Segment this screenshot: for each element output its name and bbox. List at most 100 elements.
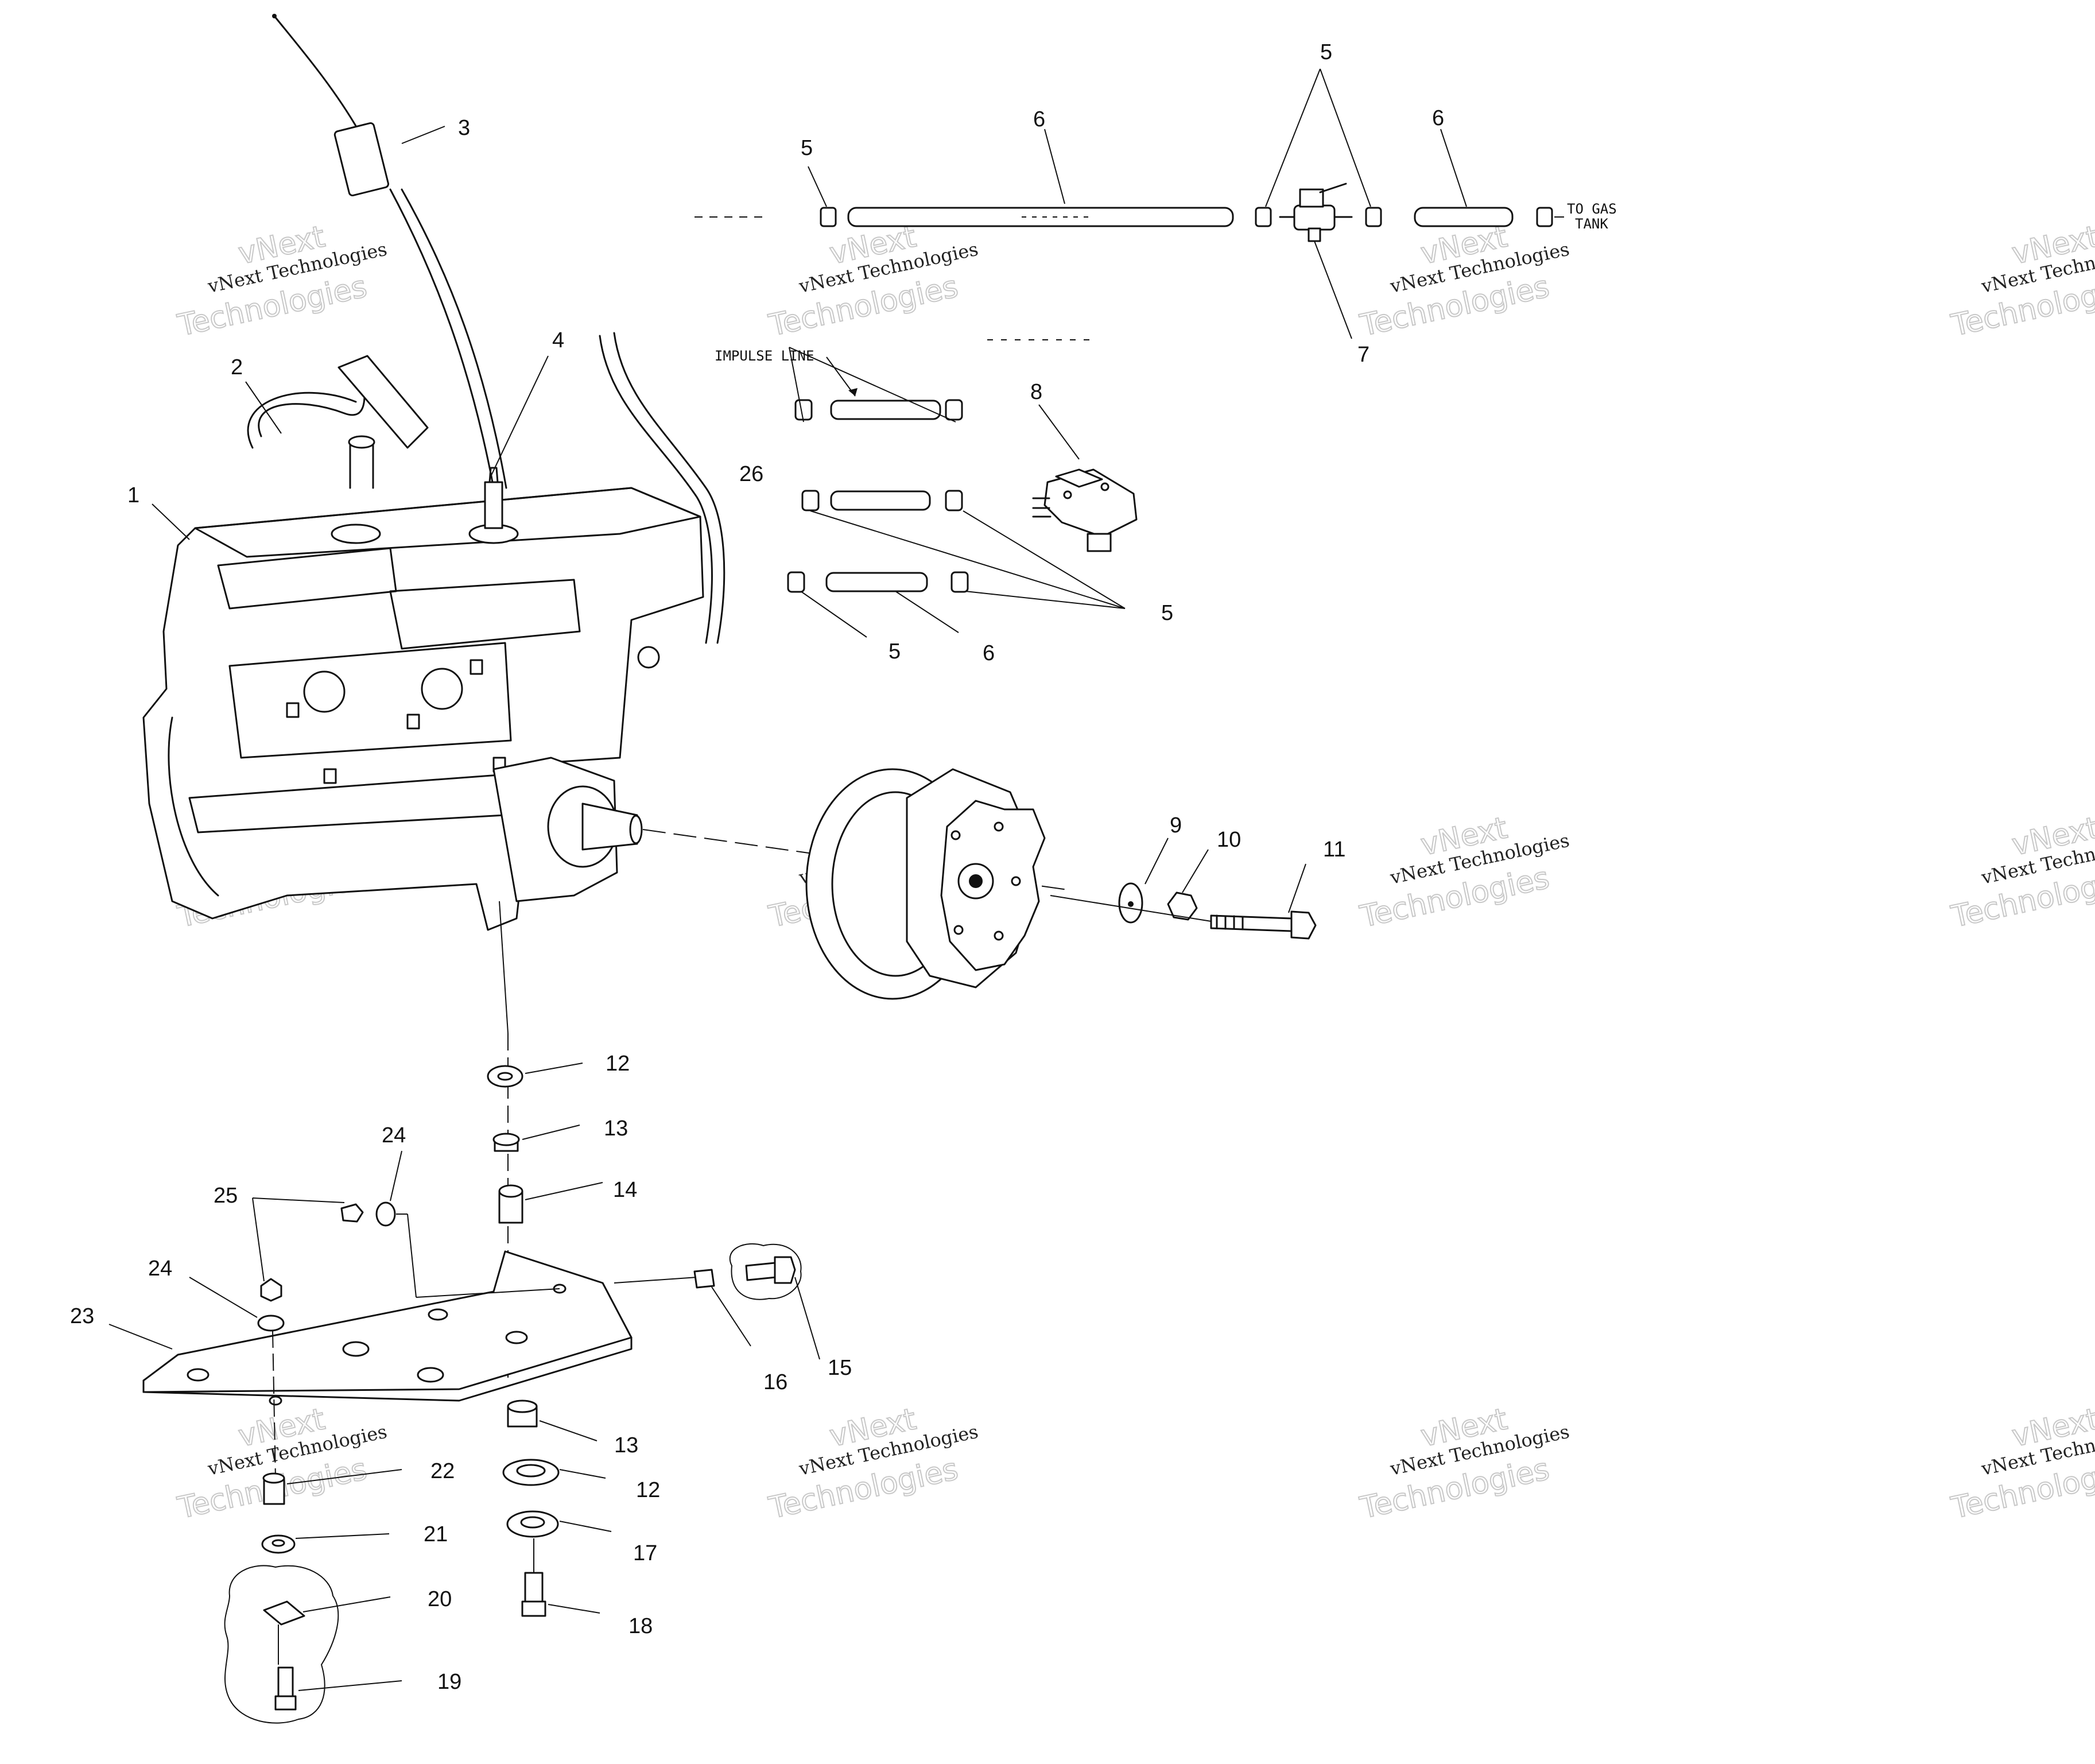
mount-plate [142,1250,633,1393]
square-nut [263,1600,305,1626]
nut [1167,891,1198,921]
mount-stack-upper [487,1033,523,1378]
fuel-line-assembly: TO GAS TANK [695,183,1617,242]
engine-mount-plate [142,1250,698,1406]
watermark-11: vNext vNext Technologies Technologies [1356,1401,1571,1526]
fuel-hose [847,207,1234,227]
callout-5: 5 [1161,601,1173,625]
clutch-hardware [1050,882,1317,940]
hose-clamp [1365,207,1382,227]
mount-stack-left [224,1472,339,1724]
to-gas-tank-label: TO GAS [1567,201,1617,217]
fuel-pump [1032,468,1138,552]
callout-23: 23 [70,1304,94,1328]
callout-22: 22 [430,1459,455,1483]
fuel-pump-hose [825,572,928,592]
engine-port [421,668,463,710]
choke-cable [273,15,360,132]
lock-nut [340,1203,364,1223]
callout-10: 10 [1217,828,1241,852]
washer [261,1534,296,1554]
callout-18: 18 [628,1614,653,1638]
fuel-shutoff-valve [1279,183,1353,242]
callout-26: 26 [739,462,763,486]
washer [375,1201,396,1227]
callout-12: 12 [636,1478,660,1502]
clutch-bolt-head [1290,910,1317,940]
hose-clamp [1536,207,1553,227]
callout-3: 3 [458,116,470,140]
bolt-head [521,1600,546,1617]
watermark-12: vNext vNext Technologies Technologies [1947,1401,2095,1526]
bolt-shank [524,1572,544,1603]
callout-24: 24 [382,1123,406,1147]
callout-24: 24 [148,1257,172,1281]
engine-block [142,487,704,931]
rubber-washer [487,1065,523,1088]
bolt-head [774,1256,796,1284]
callout-19: 19 [437,1670,461,1694]
pulse-fitting [484,481,503,529]
callout-12: 12 [606,1052,630,1076]
hose-clamp [1255,207,1272,227]
callout-5: 5 [1320,40,1332,64]
plate-hardware-top [257,1201,560,1479]
fuel-pump-hose [830,490,931,511]
callout-5: 5 [801,136,813,160]
spark-plug-cap [337,355,429,449]
callout-11: 11 [1323,838,1345,862]
callout-1: 1 [127,483,139,507]
fuel-hose [1414,207,1514,227]
engine-port [303,670,346,713]
cable-junction-block [333,122,389,197]
callout-6: 6 [983,641,995,665]
watermark-2: vNext vNext Technologies Technologies [765,219,980,343]
impulse-hose [830,400,941,420]
hose-clamp [945,490,963,511]
hose-clamp [820,207,837,227]
drive-clutch [805,768,1046,1000]
rubber-washer [506,1510,559,1538]
engine-assembly [142,14,1068,1034]
watermark-7: vNext vNext Technologies Technologies [1356,810,1571,935]
bushing [693,1269,715,1289]
impulse-hose-engine [599,335,713,644]
watermark-8: vNext vNext Technologies Technologies [1947,810,2095,935]
hose-clamp [950,571,969,593]
bolt-shank [277,1666,294,1697]
lock-nut [260,1278,282,1302]
to-gas-tank-label-2: TANK [1575,216,1608,232]
callout-5: 5 [889,639,901,664]
callout-2: 2 [231,355,243,379]
callout-4: 4 [552,328,564,352]
watermark-10: vNext vNext Technologies Technologies [765,1401,980,1526]
hose-clamp [794,399,813,421]
hose-clamp [945,399,963,421]
callout-6: 6 [1432,106,1444,130]
hose-clamp [801,490,820,511]
bolt-shank [745,1262,777,1281]
callout-21: 21 [424,1522,448,1546]
watermark-3: vNext vNext Technologies Technologies [1356,219,1571,343]
callout-6: 6 [1033,107,1045,131]
impulse-line-label: IMPULSE LINE [715,348,814,364]
callout-16: 16 [763,1370,787,1394]
callout-17: 17 [633,1541,657,1565]
mount-stack-lower [502,1399,560,1617]
watermark-1: vNext vNext Technologies Technologies [174,219,389,343]
bolt-head [274,1695,297,1711]
hose-clamp [787,571,805,593]
callout-9: 9 [1170,813,1182,838]
callout-8: 8 [1030,380,1042,404]
callout-15: 15 [828,1356,852,1380]
watermark-4: vNext vNext Technologies Technologies [1947,219,2095,343]
callout-25: 25 [214,1184,238,1208]
leader-lines [108,68,1467,1691]
callout-numbers: 1 2 3 4 5 6 5 6 7 8 26 5 5 6 9 10 11 12 … [70,40,1444,1694]
callout-13: 13 [614,1433,638,1457]
washer [257,1315,285,1332]
plate-bolt-detail [693,1243,802,1300]
clutch-bolt-shank [1210,914,1293,932]
impulse-line-assembly: IMPULSE LINE [715,339,1138,593]
